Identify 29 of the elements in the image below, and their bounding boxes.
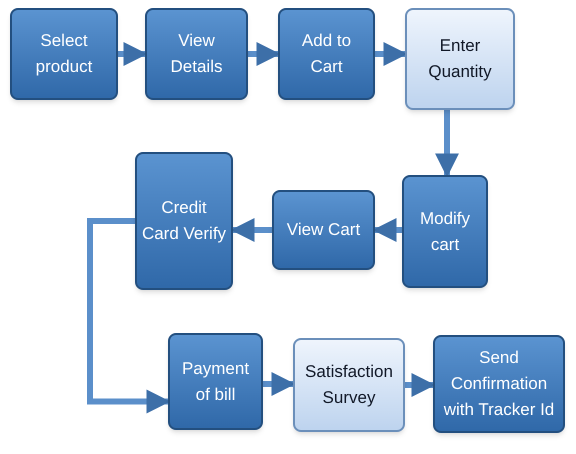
- process-box: [272, 190, 375, 270]
- process-box: [135, 152, 233, 290]
- arrow: [372, 218, 402, 242]
- arrow: [118, 42, 148, 66]
- box-label: Add to Cart: [300, 30, 352, 78]
- box-label: Modify cart: [418, 208, 472, 256]
- box-label: Credit Card Verify: [141, 197, 227, 245]
- box-label: Enter Quantity: [427, 35, 493, 83]
- process-box: [293, 338, 405, 432]
- arrow: [435, 110, 459, 178]
- arrow: [375, 42, 408, 66]
- process-box: [278, 8, 375, 100]
- process-box: [168, 333, 263, 430]
- box-label: View Cart: [286, 219, 360, 241]
- process-box: [402, 175, 488, 288]
- box-label: Send Confirmation with Tracker Id: [442, 347, 556, 421]
- box-label: Payment of bill: [180, 358, 250, 406]
- process-box: [433, 335, 565, 433]
- arrow: [263, 372, 296, 396]
- arrow: [248, 42, 280, 66]
- arrow: [87, 218, 170, 414]
- process-box: [405, 8, 515, 110]
- box-label: Satisfaction Survey: [304, 361, 394, 409]
- box-label: View Details: [170, 30, 224, 78]
- arrow: [230, 218, 272, 242]
- process-box: [145, 8, 248, 100]
- box-label: Select product: [34, 30, 94, 78]
- arrow: [405, 373, 436, 397]
- process-box: [10, 8, 118, 100]
